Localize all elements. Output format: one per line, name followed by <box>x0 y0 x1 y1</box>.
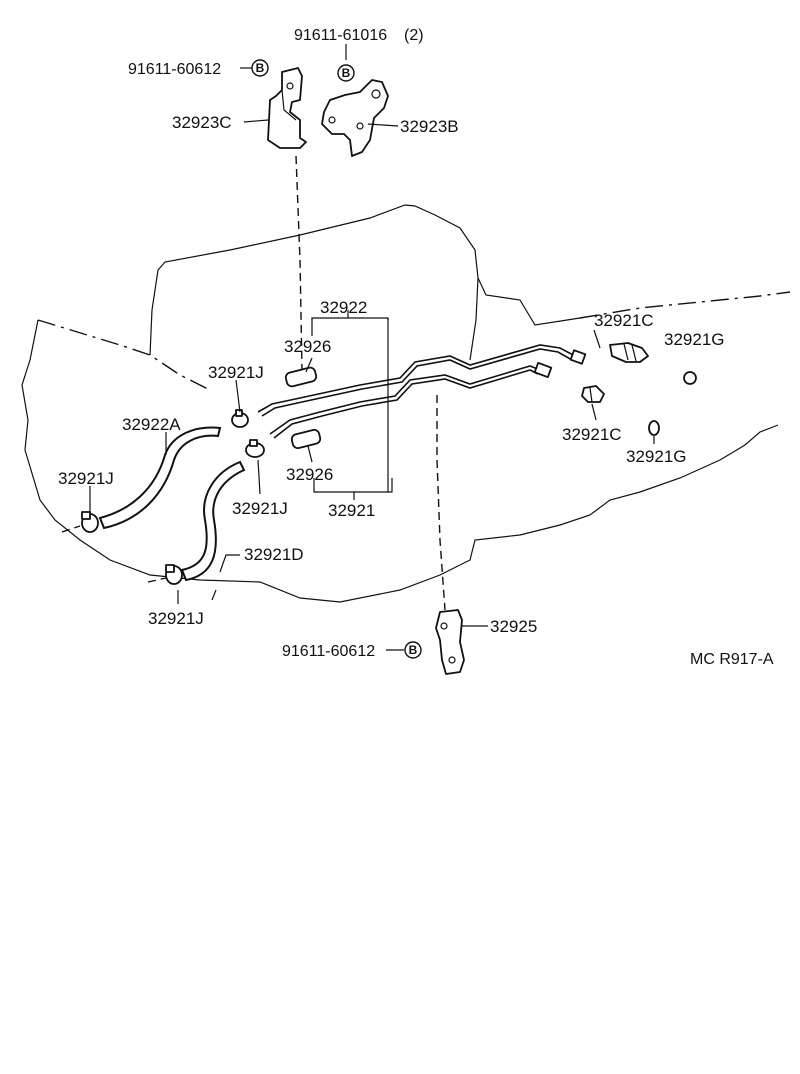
label-clamp-1: 32921J <box>208 363 264 382</box>
svg-text:B: B <box>342 66 351 80</box>
label-bolt-top-right-qty: (2) <box>404 27 424 44</box>
label-bracket-b: 32923B <box>400 117 459 136</box>
label-clamp-4: 32921J <box>148 609 204 628</box>
bracket-32923c <box>267 67 307 149</box>
label-clamp-2: 32921J <box>58 469 114 488</box>
clamp-3 <box>61 511 99 533</box>
union-lower <box>581 385 605 403</box>
clamp-4 <box>147 564 183 585</box>
clamp-1 <box>231 409 249 428</box>
gasket-lower <box>648 420 660 436</box>
label-union-lower: 32921C <box>562 425 622 444</box>
label-tube-set-upper: 32922 <box>320 298 367 317</box>
label-bolt-bottom: 91611-60612 <box>282 643 375 660</box>
svg-text:B: B <box>256 61 265 75</box>
sleeve-upper <box>284 366 318 388</box>
diagram-code: MC R917-A <box>690 651 774 668</box>
sleeve-lower <box>290 428 322 450</box>
part-labels: 91611-61016 (2) 91611-60612 32923C 32923… <box>58 27 774 668</box>
union-upper <box>609 342 649 363</box>
ref-line-top <box>295 155 303 371</box>
gasket-upper <box>683 371 697 385</box>
label-gasket-upper: 32921G <box>664 330 725 349</box>
tube-assembly <box>257 344 587 439</box>
label-bolt-top-left: 91611-60612 <box>128 61 221 78</box>
svg-text:B: B <box>409 643 418 657</box>
bolt-marker-2: B <box>337 64 355 82</box>
label-tube-set-lower: 32921 <box>328 501 375 520</box>
hose-32921d <box>180 460 246 582</box>
bracket-32925 <box>435 609 465 675</box>
label-union-upper: 32921C <box>594 311 654 330</box>
label-sleeve-upper: 32926 <box>284 337 331 356</box>
transmission-outline <box>21 204 791 611</box>
clamp-2 <box>245 439 265 458</box>
label-bracket-clamp: 32925 <box>490 617 537 636</box>
label-gasket-lower: 32921G <box>626 447 687 466</box>
bolt-marker-1: B <box>251 59 269 77</box>
bracket-32923b <box>321 79 389 157</box>
hose-32922a <box>98 426 222 530</box>
label-clamp-3: 32921J <box>232 499 288 518</box>
leader-lines <box>89 44 655 651</box>
label-bracket-c: 32923C <box>172 113 232 132</box>
label-hose-d: 32921D <box>244 545 304 564</box>
label-hose-a: 32922A <box>122 415 181 434</box>
label-sleeve-lower: 32926 <box>286 465 333 484</box>
bolt-marker-3: B <box>404 641 422 659</box>
label-bolt-top-right: 91611-61016 <box>294 27 387 44</box>
